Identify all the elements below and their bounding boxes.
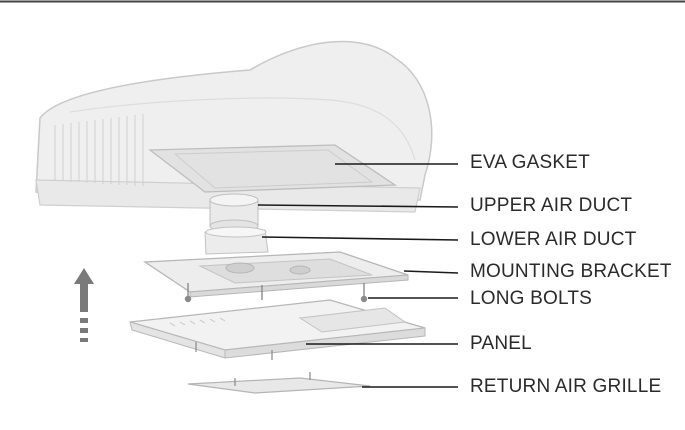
return-air-grille-shape: [187, 372, 371, 394]
leader-lines: [257, 163, 459, 388]
ac-side-grille: [54, 114, 144, 186]
label-long-bolts: LONG BOLTS: [470, 288, 593, 309]
ac-unit: [35, 40, 433, 213]
label-return-air-grille: RETURN AIR GRILLE: [470, 376, 662, 397]
label-eva-gasket: EVA GASKET: [470, 152, 590, 173]
label-panel: PANEL: [470, 333, 532, 354]
leader-upper-air-duct: [257, 204, 459, 208]
leader-lower-air-duct: [261, 236, 459, 241]
eva-gasket-shape: [148, 144, 398, 193]
eva-gasket-inner: [173, 149, 374, 189]
label-lower-air-duct: LOWER AIR DUCT: [470, 229, 637, 250]
upper-air-duct-shape: [209, 193, 259, 233]
arrow-up-icon: [74, 268, 94, 342]
label-upper-air-duct: UPPER AIR DUCT: [470, 195, 633, 216]
long-bolts-shape: [184, 283, 368, 303]
ac-shroud-contour: [69, 97, 416, 161]
leader-mounting-bracket: [403, 270, 459, 274]
label-mounting-bracket: MOUNTING BRACKET: [470, 261, 672, 282]
lower-air-duct-shape: [204, 226, 269, 255]
panel-shape: [129, 299, 426, 360]
mounting-bracket-shape: [143, 251, 409, 298]
